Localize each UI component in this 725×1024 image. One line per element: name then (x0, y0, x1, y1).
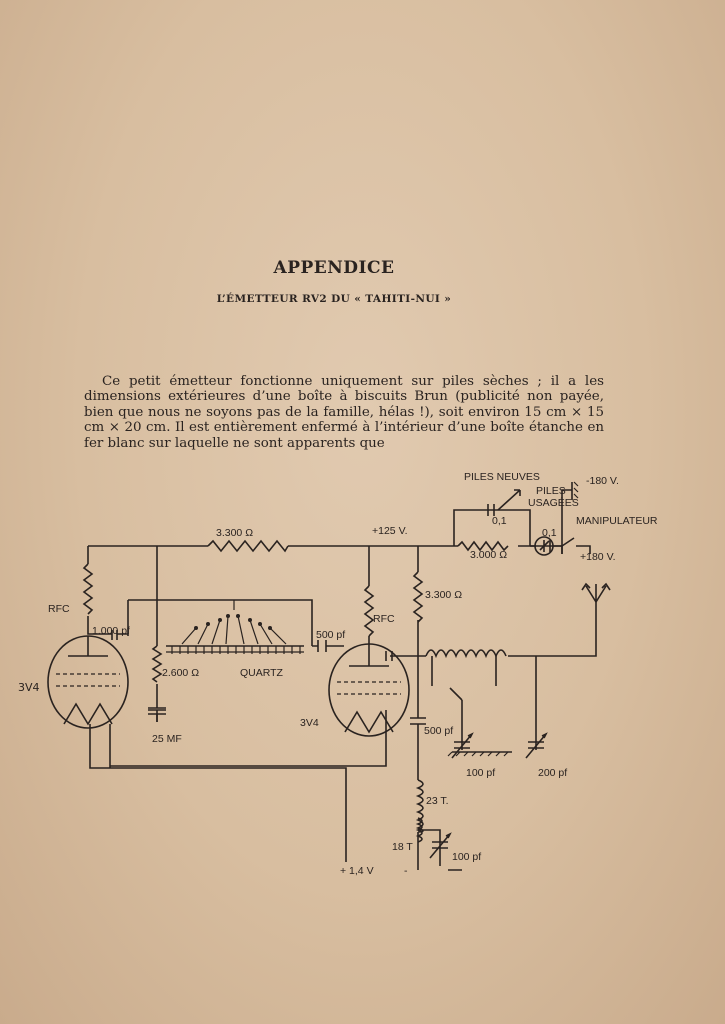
capacitor-0-1-top (487, 504, 495, 516)
capacitor-25mf (148, 707, 166, 722)
label-c25mf: 25 MF (152, 733, 182, 745)
rfc-left-coil (82, 563, 94, 615)
coil-18-turns (415, 817, 423, 843)
resistor-3300-right (412, 571, 424, 623)
label-minus: - (404, 865, 408, 877)
capacitor-500pf-mid (317, 640, 327, 652)
body-paragraph-block: Ce petit émetteur fonctionne uniquement … (84, 374, 604, 451)
label-piles-neuves: PILES NEUVES (464, 471, 540, 483)
label-manipulateur: MANIPULATEUR (576, 515, 658, 527)
keyer-meter (530, 536, 591, 556)
label-c500pf-mid: 500 pf (316, 629, 345, 641)
ground-bars (448, 751, 512, 871)
label-r3300-top: 3.300 Ω (216, 527, 253, 539)
label-c1000pf: 1.000 pf (92, 625, 130, 637)
capacitor-500pf-right (410, 717, 426, 732)
resistor-3300-top (207, 539, 289, 553)
label-c500pf-right: 500 pf (424, 725, 453, 737)
output-tank-coil (425, 649, 507, 659)
label-coil-23t: 23 T. (426, 795, 449, 807)
label-r2600: 2.600 Ω (162, 667, 199, 679)
transmitter-schematic: PILES NEUVES PILES USAGÉES -180 V. MANIP… (47, 471, 658, 877)
label-tube-3v4-right: 3V4 (300, 717, 319, 729)
label-minus-180v: -180 V. (586, 475, 619, 487)
label-plus-1-4v: + 1,4 V (340, 865, 374, 877)
crystal-bank (166, 600, 304, 654)
margin-note: 3V4 (18, 681, 40, 694)
label-plus-180v: +180 V. (580, 551, 616, 563)
label-c100pf-b: 100 pf (452, 851, 481, 863)
label-piles-usagees-1: PILES (536, 485, 566, 497)
variable-capacitor-100pf (449, 687, 474, 759)
label-coil-18t: 18 T (392, 841, 413, 853)
resistor-3000 (457, 540, 509, 552)
battery-switch (497, 481, 579, 554)
body-paragraph: Ce petit émetteur fonctionne uniquement … (84, 374, 604, 451)
page-subtitle: L’ÉMETTEUR RV2 DU « TAHITI-NUI » (216, 293, 452, 305)
label-r3000: 3.000 Ω (470, 549, 507, 561)
variable-capacitor-200pf (525, 732, 548, 759)
label-plus-125v: +125 V. (372, 525, 408, 537)
label-rfc-left: RFC (48, 603, 70, 615)
rfc-mid-coil (363, 585, 375, 637)
tube-3v4-left (47, 635, 129, 729)
tube-3v4-right (328, 643, 410, 737)
label-r3300-right: 3.300 Ω (425, 589, 462, 601)
variable-capacitor-100pf-low (429, 832, 452, 859)
capacitor-1000pf (111, 630, 128, 640)
resistor-2600 (151, 645, 163, 683)
ground-hatch (447, 751, 509, 757)
antenna-icon (581, 582, 611, 603)
page-title: APPENDICE (273, 258, 395, 278)
label-c100pf-a: 100 pf (466, 767, 495, 779)
schematic-wiring (87, 509, 597, 870)
label-c01-top: 0,1 (492, 515, 507, 527)
coil-23-turns (415, 779, 424, 833)
label-rfc-mid: RFC (373, 613, 395, 625)
label-piles-usagees-2: USAGÉES (528, 496, 579, 509)
label-quartz: QUARTZ (240, 667, 284, 679)
label-c200pf: 200 pf (538, 767, 567, 779)
label-c01-keyer: 0,1 (542, 527, 557, 539)
